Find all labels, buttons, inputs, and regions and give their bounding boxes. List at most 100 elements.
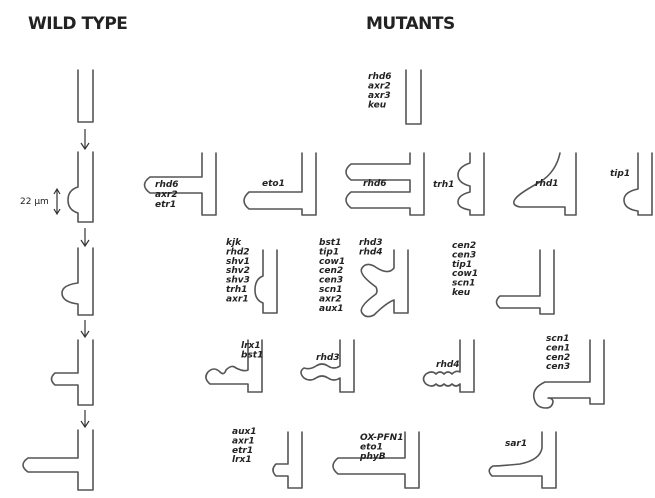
- mutant-name: trh1: [433, 180, 454, 190]
- mutant-name: rhd3: [359, 238, 383, 248]
- mutant-name: cen2: [319, 266, 343, 276]
- stage-arrow-4: [80, 410, 90, 429]
- trh1-bulge-shape: [457, 152, 485, 216]
- mutant-name: cow1: [452, 269, 478, 279]
- mutant-name: rhd6: [363, 179, 387, 189]
- double-hair-shape: [345, 152, 425, 216]
- mutant-name: tip1: [452, 260, 472, 270]
- mutant-name: shv2: [226, 266, 250, 276]
- mutant-name: OX-PFN1: [360, 433, 403, 443]
- short-hair-shape: [272, 431, 303, 489]
- mutant-name: axr3: [368, 91, 391, 101]
- mutants-header: MUTANTS: [366, 14, 455, 34]
- mutant-name: axr1: [226, 294, 249, 304]
- hairless-cell-shape: [405, 69, 422, 125]
- mutant-name: rhd4: [359, 247, 383, 257]
- mutant-label-group: rhd3: [316, 353, 340, 363]
- mutant-name: axr2: [319, 294, 342, 304]
- mutant-label-group: rhd6: [363, 179, 387, 189]
- measurement-arrow: [53, 187, 61, 216]
- mutant-name: cen3: [319, 276, 343, 286]
- tip1-bulge-shape: [623, 152, 653, 216]
- wild-type-stage-5-hair: [22, 429, 94, 491]
- mutant-name: lrx1: [241, 341, 261, 351]
- mutant-label-group: rhd4: [436, 360, 460, 370]
- mutant-name: aux1: [232, 427, 257, 437]
- mutant-name: etr1: [232, 446, 253, 456]
- rhd1-swollen-shape: [512, 152, 577, 216]
- lrx1-irregular-shape: [205, 339, 263, 393]
- mutant-name: bst1: [241, 350, 263, 360]
- mutant-name: cen2: [546, 353, 570, 363]
- mutant-name: cen1: [546, 343, 570, 353]
- sar1-curved-shape: [488, 431, 557, 489]
- mutant-name: rhd6: [368, 72, 392, 82]
- rhd4-beaded-shape: [422, 339, 475, 393]
- mutant-name: axr2: [368, 82, 391, 92]
- wild-type-stage-2-bulge: [67, 151, 94, 223]
- mutant-name: bst1: [319, 238, 341, 248]
- rhd3-wavy-shape: [300, 339, 355, 393]
- mutant-name: eto1: [262, 179, 285, 189]
- wild-type-header: WILD TYPE: [28, 14, 127, 34]
- mutant-name: shv3: [226, 276, 250, 286]
- wild-type-stage-4-hair: [50, 339, 94, 406]
- kjk-bulge-shape: [254, 249, 278, 314]
- mutant-name: phyB: [359, 452, 386, 462]
- mutant-name: aux1: [319, 304, 344, 314]
- stage-arrow-3: [80, 320, 90, 339]
- mutant-name: scn1: [452, 279, 475, 289]
- mutant-name: shv1: [226, 257, 250, 267]
- mutant-name: rhd6: [155, 180, 179, 190]
- mutant-name: scn1: [319, 285, 342, 295]
- stage-arrow-1: [80, 129, 90, 151]
- long-hair-shape: [332, 431, 420, 489]
- branched-hair-shape: [360, 249, 409, 318]
- mutant-name: cow1: [319, 257, 345, 267]
- stage-arrow-2: [80, 228, 90, 248]
- mutant-label-group: rhd1: [535, 179, 559, 189]
- mutant-name: cen3: [452, 250, 476, 260]
- curled-hair-shape: [532, 339, 605, 409]
- mutant-name: cen2: [452, 241, 476, 251]
- wild-type-stage-3-tip: [61, 247, 94, 316]
- eto1-hair-shape: [243, 152, 317, 216]
- mutant-name: etr1: [155, 200, 176, 210]
- mutant-name: eto1: [360, 442, 383, 452]
- mutant-name: keu: [368, 101, 387, 111]
- mutant-name: cen3: [546, 362, 570, 372]
- wild-type-stage-1-cell: [77, 69, 94, 123]
- mutant-name: scn1: [546, 334, 569, 344]
- mutant-name: kjk: [226, 238, 242, 248]
- basal-hair-shape: [143, 152, 217, 216]
- mutant-name: sar1: [505, 439, 527, 449]
- mutant-name: axr1: [232, 436, 255, 446]
- mutant-label-group: tip1: [610, 169, 630, 179]
- mutant-name: trh1: [226, 285, 247, 295]
- mutant-name: keu: [452, 288, 471, 298]
- mutant-name: axr2: [155, 190, 178, 200]
- mutant-label-group: eto1: [262, 179, 285, 189]
- mutant-name: tip1: [319, 247, 339, 257]
- mutant-name: tip1: [610, 169, 630, 179]
- mutant-name: rhd1: [535, 179, 559, 189]
- mutant-name: lrx1: [232, 455, 252, 465]
- cen-straight-hair-shape: [495, 249, 555, 315]
- mutant-label-group: sar1: [505, 439, 527, 449]
- mutant-name: rhd4: [436, 360, 460, 370]
- mutant-label-group: trh1: [433, 180, 454, 190]
- mutant-name: rhd2: [226, 247, 250, 257]
- mutant-name: rhd3: [316, 353, 340, 363]
